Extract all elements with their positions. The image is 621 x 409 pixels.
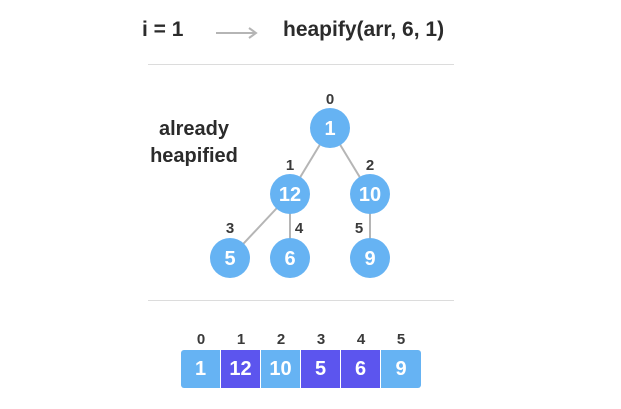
tree-node: 5 3: [210, 220, 250, 278]
node-index: 4: [295, 220, 304, 237]
array-cell-index: 5: [396, 331, 406, 348]
note-line-1: already: [158, 118, 230, 140]
array-cell: 1 12: [221, 330, 261, 388]
array-cell-value: 10: [261, 350, 301, 388]
node-value: 12: [279, 184, 301, 206]
bottom-divider: [148, 300, 454, 301]
array-cell-index: 3: [316, 331, 326, 348]
already-heapified-note: already heapified: [140, 116, 248, 170]
tree-node: 6 4: [270, 220, 310, 278]
top-divider: [148, 64, 454, 65]
node-index: 2: [366, 157, 374, 174]
array-cell-value: 12: [221, 350, 261, 388]
tree-node: 9 5: [350, 220, 390, 278]
tree-node: 12 1: [270, 157, 310, 214]
note-line-2: heapified: [150, 145, 238, 167]
tree-node: 10 2: [350, 157, 390, 214]
array-cell-index: 2: [276, 331, 286, 348]
array-cell-index: 4: [356, 331, 366, 348]
node-index: 3: [226, 220, 234, 237]
array-cell-value: 1: [181, 350, 221, 388]
array-view: 0 1 1 12 2 10 3 5 4 6 5 9: [181, 330, 421, 388]
node-index: 0: [326, 91, 334, 108]
node-value: 1: [324, 118, 335, 140]
node-value: 6: [284, 248, 295, 270]
node-index: 1: [286, 157, 294, 174]
array-cell-value: 9: [381, 350, 421, 388]
array-cell: 4 6: [341, 330, 381, 388]
tree-node: 1 0: [310, 91, 350, 148]
array-cell: 2 10: [261, 330, 301, 388]
heapify-call-label: heapify(arr, 6, 1): [283, 18, 445, 41]
array-cell-index: 1: [236, 331, 246, 348]
array-cell-value: 5: [301, 350, 341, 388]
node-index: 5: [355, 220, 363, 237]
array-cell-index: 0: [196, 331, 206, 348]
node-value: 5: [224, 248, 235, 270]
array-cell-value: 6: [341, 350, 381, 388]
array-cell: 5 9: [381, 330, 421, 388]
right-arrow-icon: [216, 27, 258, 39]
node-value: 10: [359, 184, 381, 206]
step-label: i = 1: [142, 18, 184, 41]
node-value: 9: [364, 248, 375, 270]
array-cell: 0 1: [181, 330, 221, 388]
array-cell: 3 5: [301, 330, 341, 388]
